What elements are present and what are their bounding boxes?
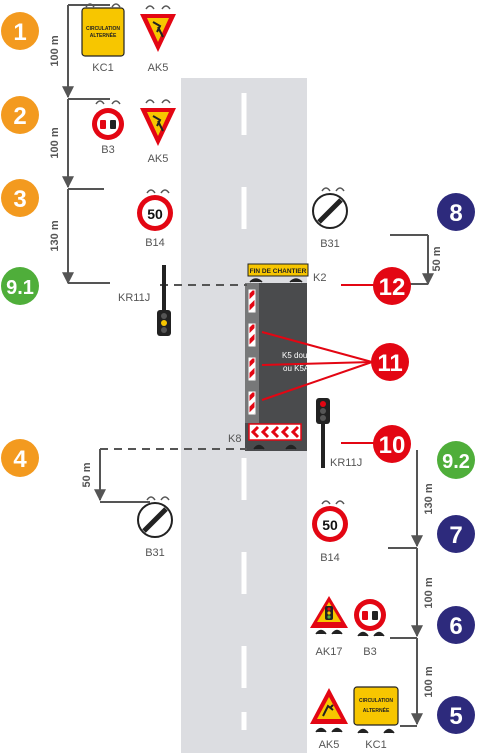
svg-text:8: 8 bbox=[449, 200, 462, 227]
svg-text:FIN DE CHANTIER: FIN DE CHANTIER bbox=[250, 268, 307, 275]
sign-code-b14: B14 bbox=[320, 552, 340, 564]
step-marker-7: 7 bbox=[437, 515, 475, 553]
sign-code-k2: K2 bbox=[313, 272, 326, 284]
step-marker-9-2: 9.2 bbox=[437, 441, 475, 479]
k5-note: ou K5A bbox=[283, 364, 310, 373]
callout-tag-12: 12 bbox=[373, 267, 411, 305]
svg-text:11: 11 bbox=[377, 350, 402, 377]
kc1-sign: CIRCULATION ALTERNÉE bbox=[81, 3, 125, 57]
svg-text:6: 6 bbox=[449, 613, 462, 640]
b14-sign: 50 bbox=[137, 189, 173, 231]
b31-sign bbox=[312, 187, 348, 229]
distance-label-100m: 100 m bbox=[49, 35, 61, 66]
sign-code-k8: K8 bbox=[228, 433, 241, 445]
k2-panel: FIN DE CHANTIER bbox=[247, 263, 309, 283]
callout-tag-11: 11 bbox=[371, 343, 409, 381]
svg-text:ALTERNÉE: ALTERNÉE bbox=[90, 31, 117, 39]
svg-text:10: 10 bbox=[379, 432, 406, 459]
k5-note: K5 double bbox=[282, 351, 319, 360]
distance-label-50m: 50 m bbox=[81, 462, 93, 487]
step-marker-4: 4 bbox=[1, 439, 39, 477]
svg-text:7: 7 bbox=[449, 522, 462, 549]
kr11j-traffic-light bbox=[157, 265, 171, 336]
step-marker-1: 1 bbox=[1, 12, 39, 50]
distance-label-100m: 100 m bbox=[423, 577, 435, 608]
svg-text:CIRCULATION: CIRCULATION bbox=[359, 698, 393, 704]
speed-limit-value: 50 bbox=[322, 517, 338, 533]
distance-label-50m: 50 m bbox=[431, 246, 443, 271]
sign-code-b31: B31 bbox=[145, 547, 165, 559]
svg-text:CIRCULATION: CIRCULATION bbox=[86, 26, 120, 32]
ak17-sign bbox=[310, 596, 348, 635]
step-marker-8: 8 bbox=[437, 193, 475, 231]
ak5-sign bbox=[140, 99, 176, 146]
sign-code-ak5: AK5 bbox=[148, 62, 169, 74]
distance-label-100m: 100 m bbox=[49, 127, 61, 158]
svg-text:4: 4 bbox=[13, 446, 27, 473]
sign-code-b14: B14 bbox=[145, 237, 165, 249]
distance-label-130m: 130 m bbox=[423, 483, 435, 514]
step-marker-5: 5 bbox=[437, 696, 475, 734]
sign-code-ak5: AK5 bbox=[319, 739, 340, 751]
svg-text:9.2: 9.2 bbox=[442, 451, 470, 473]
callout-leaders bbox=[261, 284, 375, 444]
distance-labels: 100 m 100 m 130 m 50 m 50 m 130 m 100 m … bbox=[49, 35, 443, 697]
sign-code-kc1: KC1 bbox=[92, 62, 113, 74]
ak5-sign bbox=[140, 5, 176, 52]
speed-limit-value: 50 bbox=[147, 206, 163, 222]
alignment-lines bbox=[100, 284, 247, 450]
ak5-sign bbox=[310, 688, 348, 733]
svg-text:2: 2 bbox=[13, 103, 26, 130]
svg-text:9.1: 9.1 bbox=[6, 277, 34, 299]
sign-code-b3: B3 bbox=[101, 144, 114, 156]
svg-text:1: 1 bbox=[13, 19, 26, 46]
svg-text:5: 5 bbox=[449, 703, 462, 730]
sign-code-kr11j: KR11J bbox=[330, 457, 362, 469]
kr11j-traffic-light bbox=[316, 398, 330, 468]
k8-chevron-panel bbox=[248, 423, 302, 450]
sign-code-b3: B3 bbox=[363, 646, 376, 658]
step-marker-2: 2 bbox=[1, 96, 39, 134]
b3-sign bbox=[354, 599, 386, 637]
distance-label-100m: 100 m bbox=[423, 666, 435, 697]
sign-code-ak17: AK17 bbox=[316, 646, 343, 658]
sign-code-kc1: KC1 bbox=[365, 739, 386, 751]
b3-sign bbox=[92, 100, 124, 140]
b31-sign bbox=[137, 496, 173, 538]
sign-code-ak5: AK5 bbox=[148, 153, 169, 165]
step-marker-3: 3 bbox=[1, 179, 39, 217]
k5-cones bbox=[248, 289, 256, 415]
step-marker-9-1: 9.1 bbox=[1, 267, 39, 305]
svg-text:ALTERNÉE: ALTERNÉE bbox=[363, 706, 390, 714]
distance-label-130m: 130 m bbox=[49, 220, 61, 251]
b14-sign: 50 bbox=[312, 500, 348, 542]
sign-code-b31: B31 bbox=[320, 238, 340, 250]
callout-tag-10: 10 bbox=[373, 425, 411, 463]
sign-code-kr11j: KR11J bbox=[118, 292, 150, 304]
step-marker-6: 6 bbox=[437, 606, 475, 644]
svg-text:3: 3 bbox=[13, 186, 26, 213]
kc1-sign: CIRCULATION ALTERNÉE bbox=[353, 686, 399, 734]
svg-text:12: 12 bbox=[379, 274, 406, 301]
